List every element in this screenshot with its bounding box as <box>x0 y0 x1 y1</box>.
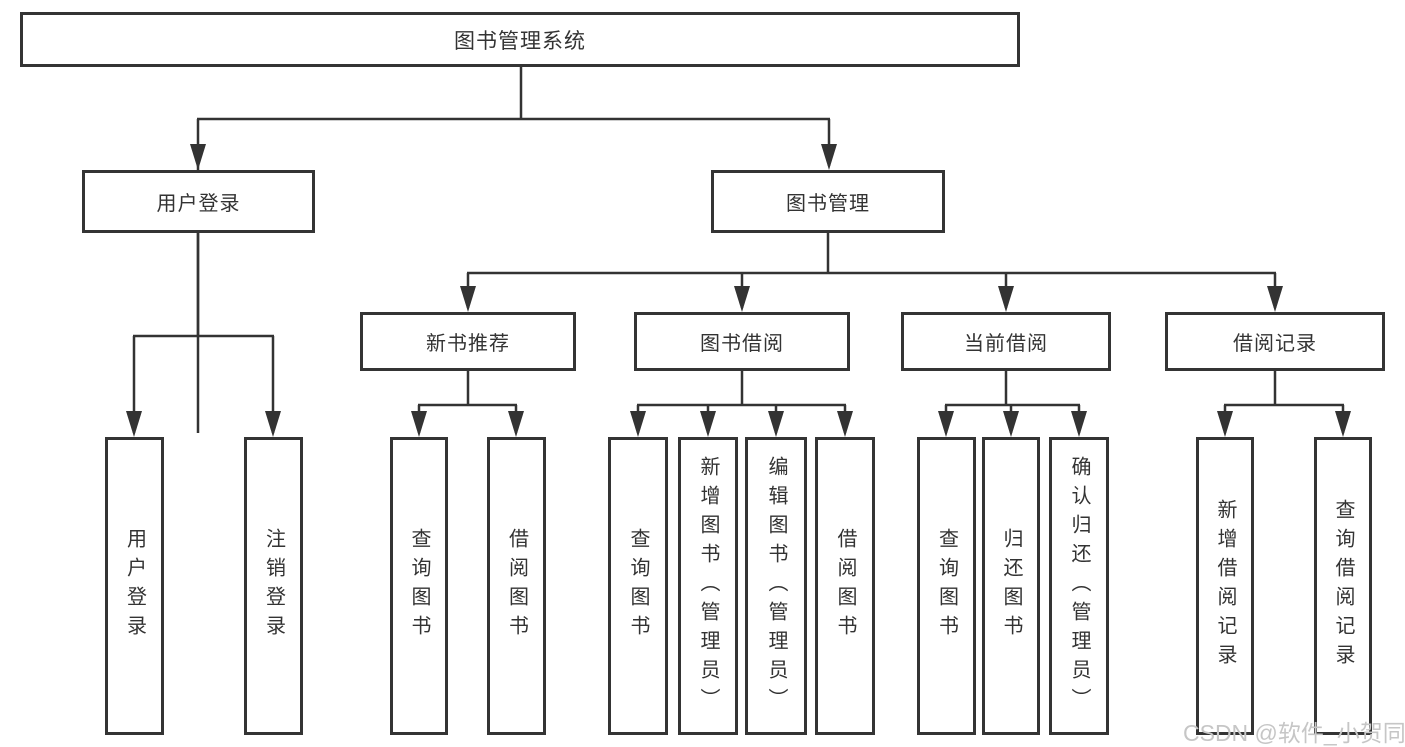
node-label: 借阅图书 <box>834 528 856 644</box>
leaf-logout: 注销登录 <box>244 437 303 735</box>
node-label: 用户登录 <box>156 193 241 215</box>
node-label: 编辑图书（管理员） <box>765 455 787 717</box>
leaf-query-books-1: 查询图书 <box>390 437 448 735</box>
node-label: 查询图书 <box>627 528 649 644</box>
node-label: 借阅记录 <box>1233 333 1317 355</box>
leaf-user-login: 用户登录 <box>105 437 164 735</box>
node-current-borrowing: 当前借阅 <box>901 312 1111 371</box>
node-label: 归还图书 <box>1000 528 1022 644</box>
node-label: 新增图书（管理员） <box>697 455 719 717</box>
node-new-book-recommend: 新书推荐 <box>360 312 576 371</box>
node-label: 当前借阅 <box>964 333 1048 355</box>
node-label: 借阅图书 <box>505 528 528 644</box>
leaf-query-books-2: 查询图书 <box>608 437 668 735</box>
leaf-return-books: 归还图书 <box>982 437 1040 735</box>
node-user-login: 用户登录 <box>82 170 315 233</box>
node-book-management: 图书管理 <box>711 170 945 233</box>
csdn-watermark: CSDN @软件_小贺同学 <box>1183 720 1405 746</box>
node-label: 图书管理 <box>786 193 870 215</box>
node-label: 注销登录 <box>262 528 285 644</box>
node-label: 查询图书 <box>408 528 430 644</box>
node-label: 确认归还（管理员） <box>1068 455 1090 717</box>
node-label: 图书管理系统 <box>454 29 586 53</box>
leaf-query-borrow-record: 查询借阅记录 <box>1314 437 1372 735</box>
node-label: 图书借阅 <box>700 333 784 355</box>
node-library-system: 图书管理系统 <box>20 12 1020 67</box>
leaf-query-books-3: 查询图书 <box>917 437 976 735</box>
node-label: 查询借阅记录 <box>1332 499 1354 673</box>
leaf-confirm-return-admin: 确认归还（管理员） <box>1049 437 1109 735</box>
node-label: 新增借阅记录 <box>1214 499 1236 673</box>
leaf-add-borrow-record: 新增借阅记录 <box>1196 437 1254 735</box>
leaf-borrow-books-1: 借阅图书 <box>487 437 546 735</box>
node-borrowing-records: 借阅记录 <box>1165 312 1385 371</box>
node-book-borrowing: 图书借阅 <box>634 312 850 371</box>
node-label: 查询图书 <box>935 528 958 644</box>
node-label: 用户登录 <box>123 528 146 644</box>
arrowhead-icons <box>126 144 1351 437</box>
leaf-edit-books-admin: 编辑图书（管理员） <box>745 437 807 735</box>
leaf-borrow-books-2: 借阅图书 <box>815 437 875 735</box>
leaf-add-books-admin: 新增图书（管理员） <box>678 437 738 735</box>
node-label: 新书推荐 <box>426 333 510 355</box>
